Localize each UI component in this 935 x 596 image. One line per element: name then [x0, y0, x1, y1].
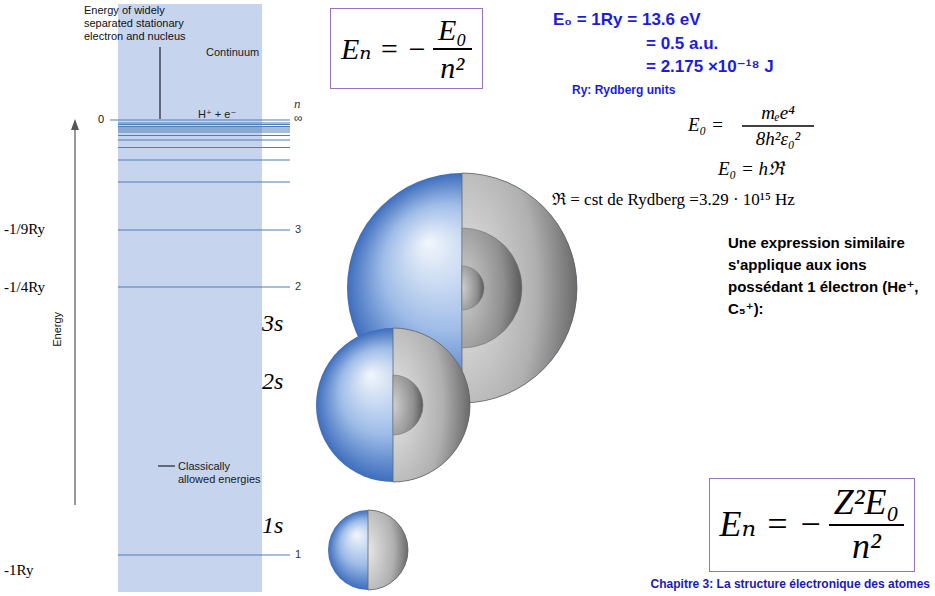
label-slot: 3s — [262, 310, 283, 338]
constant-value: = 2.175 ×10⁻¹⁸ J — [646, 57, 774, 77]
level-number: 1 — [295, 548, 301, 561]
formula-denominator: 8h²ε₀² — [756, 128, 801, 150]
text-slot: Continuum — [206, 46, 259, 59]
band-heading: Continuum — [206, 46, 259, 59]
constant-value: = 0.5 a.u. — [646, 34, 718, 54]
energy-axis-arrow — [71, 119, 79, 505]
text-slot: Classically allowed energies — [178, 460, 262, 486]
label-slot: ℜ = cst de Rydberg =3.29 · 10¹⁵ Hz — [552, 190, 795, 210]
orbital-1s-sphere — [328, 510, 408, 590]
level-number: ∞ — [294, 112, 303, 126]
formula-denominator: n² — [852, 526, 881, 566]
orbital-label: 2s — [262, 368, 283, 396]
label-slot: Chapitre 3: La structure électronique de… — [651, 578, 930, 592]
label-slot: Une expression similaire s'applique aux … — [728, 232, 928, 320]
formula-numerator: mₑe⁴ — [761, 102, 795, 124]
axis-tick-label: 0 — [98, 113, 104, 126]
label-slot: -1/4Ry — [4, 279, 45, 296]
label-slot: -1/9Ry — [4, 221, 45, 238]
label-slot: 2s — [262, 368, 283, 396]
label-slot: E₀ = hℜ — [718, 158, 784, 180]
orbital-2s-sphere — [316, 328, 470, 482]
energy-value: -1Ry — [4, 562, 33, 579]
formula-term: E₀ = hℜ — [718, 158, 784, 180]
band-note: Classically allowed energies — [178, 460, 262, 486]
explanatory-note: Une expression similaire s'applique aux … — [728, 232, 928, 320]
formula-numerator: Z²E₀ — [829, 484, 904, 526]
formula-box: Eₙ = −E₀n² — [330, 8, 483, 89]
label-slot: Energy of widely separated stationary el… — [84, 4, 194, 43]
label-slot: Ry: Rydberg units — [572, 84, 675, 98]
formula-numerator: E₀ — [433, 14, 472, 50]
fraction-bar — [742, 125, 814, 126]
formula-denominator: n² — [440, 50, 464, 84]
continuum-band: Continuum H⁺ + e⁻ Classically allowed ener… — [118, 4, 262, 592]
energy-value: -1/9Ry — [4, 221, 45, 238]
unit-note: Ry: Rydberg units — [572, 84, 675, 98]
formula-box: Eₙ = −Z²E₀n² — [709, 478, 916, 572]
label-slot: 3 — [295, 223, 301, 236]
label-slot: 1s — [262, 512, 283, 540]
formula-term: E₀ = — [688, 114, 724, 136]
label-slot: E₀ = 1Ry = 13.6 eV — [553, 10, 701, 30]
fraction: Z²E₀n² — [829, 484, 904, 566]
label-slot: n — [294, 97, 301, 112]
orbital-label: 1s — [262, 512, 283, 540]
fraction: E₀n² — [433, 14, 472, 83]
quantum-number-label: n — [294, 97, 301, 112]
level-number: 2 — [295, 280, 301, 293]
label-slot: 1 — [295, 548, 301, 561]
label-slot: mₑe⁴ — [761, 102, 795, 124]
annotation-note: Energy of widely separated stationary el… — [84, 4, 194, 43]
footer-caption: Chapitre 3: La structure électronique de… — [651, 578, 930, 592]
label-slot: 2 — [295, 280, 301, 293]
text-slot: H⁺ + e⁻ — [198, 108, 236, 121]
label-slot: Energy — [51, 312, 64, 347]
label-slot: 8h²ε₀² — [756, 128, 801, 150]
energy-levels — [110, 120, 290, 555]
formula-lhs: Eₙ = − — [341, 33, 427, 65]
continuum-band-fill — [118, 4, 262, 592]
label-slot: -1Ry — [4, 562, 33, 579]
formula-lhs: Eₙ = − — [720, 506, 823, 544]
ionization-label: H⁺ + e⁻ — [198, 108, 236, 121]
energy-value: -1/4Ry — [4, 279, 45, 296]
constant-definition: ℜ = cst de Rydberg =3.29 · 10¹⁵ Hz — [552, 190, 795, 210]
label-slot: = 0.5 a.u. — [646, 34, 718, 54]
label-slot: ∞ — [294, 112, 303, 126]
axis-title: Energy — [51, 312, 64, 347]
label-slot: 0 — [98, 113, 104, 126]
constant-value: E₀ = 1Ry = 13.6 eV — [553, 10, 701, 30]
level-number: 3 — [295, 223, 301, 236]
label-slot: = 2.175 ×10⁻¹⁸ J — [646, 57, 774, 77]
label-slot: E₀ = — [688, 114, 724, 136]
leader-lines — [158, 47, 175, 466]
orbital-label: 3s — [262, 310, 283, 338]
